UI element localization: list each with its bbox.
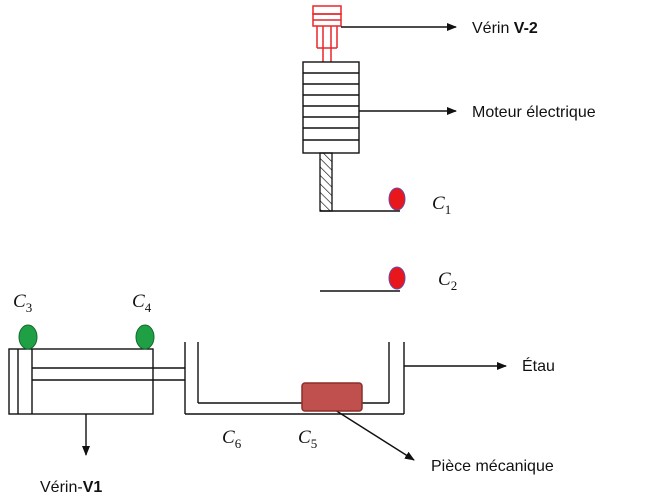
workpiece: [301, 382, 363, 412]
sensor-c2: [388, 266, 406, 290]
sensor-c1: [388, 187, 406, 211]
label-c1: C1: [432, 193, 451, 217]
verin-v1-cylinder: [8, 348, 185, 415]
label-piece: Pièce mécanique: [431, 458, 554, 475]
vise: [184, 342, 405, 415]
sensor-c4: [135, 324, 155, 350]
label-c6: C6: [222, 427, 242, 451]
label-c5: C5: [298, 427, 317, 451]
pointer-arrows: [82, 23, 507, 461]
label-moteur: Moteur électrique: [472, 104, 596, 121]
sensor-c3: [18, 324, 38, 350]
label-c4: C4: [132, 291, 152, 315]
label-c3: C3: [13, 291, 32, 315]
label-c2: C2: [438, 269, 457, 293]
verin-v2-cylinder: [312, 5, 342, 62]
label-etau: Étau: [522, 356, 555, 375]
label-verin-v2: Vérin V-2: [472, 20, 538, 37]
electric-motor: [302, 61, 360, 154]
label-verin-v1: Vérin-V1: [40, 479, 102, 496]
drill-bit: [319, 152, 333, 212]
